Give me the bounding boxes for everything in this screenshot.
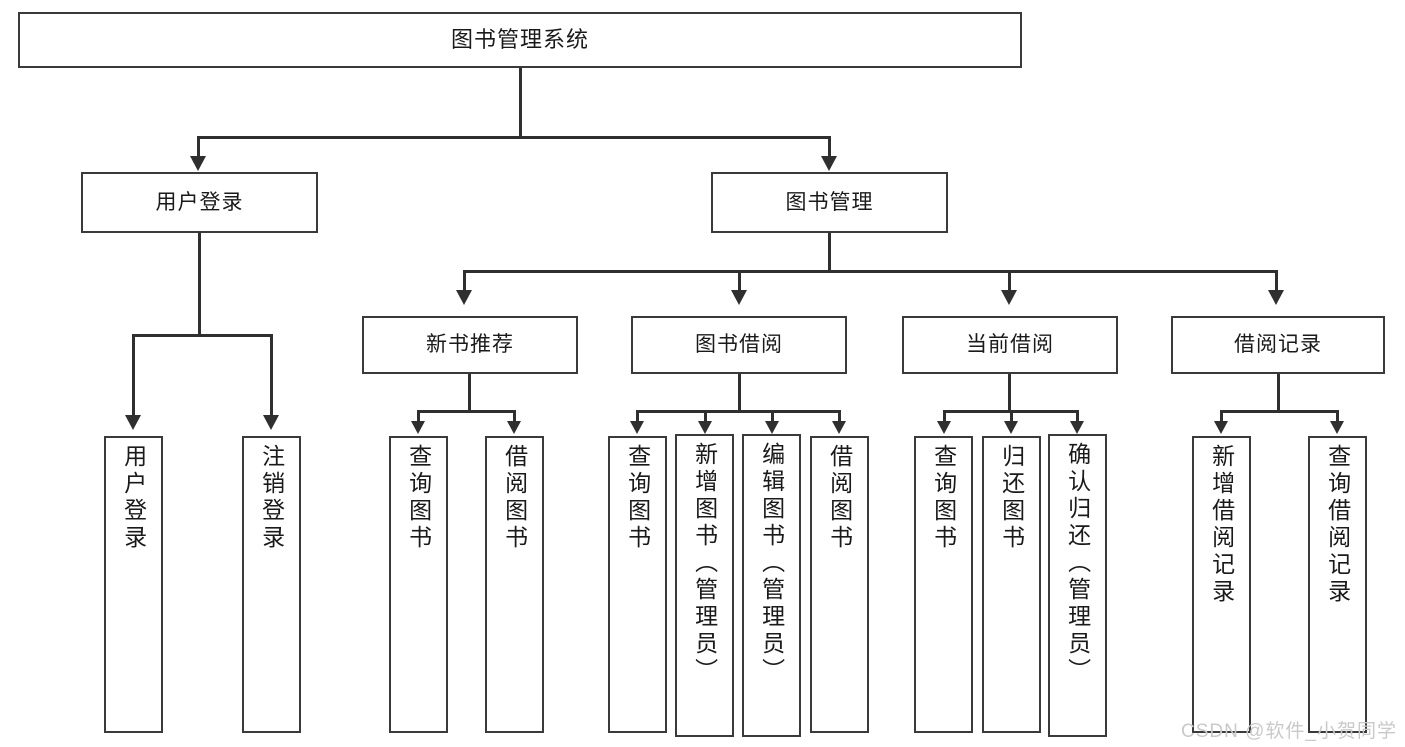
- arrow-to-leaf-query-book-1: [411, 421, 425, 434]
- node-book-management[interactable]: 图书管理: [711, 172, 948, 233]
- node-borrow-record[interactable]: 借阅记录: [1171, 316, 1385, 374]
- leaf-borrow-book-new[interactable]: 借阅图书: [485, 436, 544, 733]
- arrow-to-leaf-logout: [263, 415, 279, 430]
- arrow-to-leaf-confirm-return: [1070, 421, 1084, 434]
- node-label: 新增借阅记录: [1208, 444, 1235, 606]
- leaf-add-borrow-record[interactable]: 新增借阅记录: [1192, 436, 1251, 733]
- connector-book-borrow-drop-4: [838, 410, 841, 424]
- connector-book-borrow-drop-3: [771, 410, 774, 424]
- node-new-book-recommend[interactable]: 新书推荐: [362, 316, 578, 374]
- arrow-to-leaf-add-record: [1214, 421, 1228, 434]
- arrow-to-leaf-query-book-3: [937, 421, 951, 434]
- arrow-to-leaf-borrow-book-2: [832, 421, 846, 434]
- connector-level2-bus: [197, 136, 831, 139]
- arrow-to-user-login: [190, 156, 206, 171]
- node-label: 图书管理: [785, 190, 874, 214]
- connector-user-login-stem: [198, 233, 201, 336]
- connector-level3-drop-2: [738, 270, 741, 294]
- node-label: 确认归还（管理员）: [1064, 442, 1091, 685]
- node-label: 图书借阅: [695, 333, 783, 357]
- connector-book-manage-stem: [828, 233, 831, 272]
- leaf-logout[interactable]: 注销登录: [242, 436, 301, 733]
- connector-borrow-record-drop-2: [1336, 410, 1339, 424]
- connector-drop-book-manage: [828, 136, 831, 160]
- connector-current-borrow-drop-2: [1010, 410, 1013, 424]
- leaf-query-book-new[interactable]: 查询图书: [389, 436, 448, 733]
- connector-current-borrow-drop-1: [943, 410, 946, 424]
- connector-new-book-drop-1: [417, 410, 420, 424]
- connector-book-borrow-bus: [636, 410, 841, 413]
- connector-new-book-bus: [417, 410, 516, 413]
- leaf-query-borrow-record[interactable]: 查询借阅记录: [1308, 436, 1367, 733]
- node-current-borrow[interactable]: 当前借阅: [902, 316, 1118, 374]
- connector-user-login-drop-2: [270, 334, 273, 419]
- node-label: 新增图书（管理员）: [691, 442, 718, 685]
- connector-level3-drop-4: [1275, 270, 1278, 294]
- leaf-borrow-book[interactable]: 借阅图书: [810, 436, 869, 733]
- node-label: 用户登录: [120, 444, 147, 552]
- arrow-to-new-book: [456, 290, 472, 305]
- arrow-to-leaf-add-book: [698, 421, 712, 434]
- arrow-to-book-borrow: [731, 290, 747, 305]
- leaf-add-book-admin[interactable]: 新增图书（管理员）: [675, 434, 734, 737]
- arrow-to-book-manage: [821, 156, 837, 171]
- node-label: 查询图书: [930, 444, 957, 552]
- connector-current-borrow-drop-3: [1076, 410, 1079, 424]
- arrow-to-leaf-query-record: [1330, 421, 1344, 434]
- arrow-to-leaf-user-login: [125, 415, 141, 430]
- leaf-confirm-return-admin[interactable]: 确认归还（管理员）: [1048, 434, 1107, 737]
- node-label: 图书管理系统: [450, 26, 589, 52]
- leaf-user-login[interactable]: 用户登录: [104, 436, 163, 733]
- connector-user-login-bus: [132, 334, 273, 337]
- leaf-return-book[interactable]: 归还图书: [982, 436, 1041, 733]
- connector-book-borrow-drop-2: [704, 410, 707, 424]
- connector-level3-drop-1: [463, 270, 466, 294]
- leaf-edit-book-admin[interactable]: 编辑图书（管理员）: [742, 434, 801, 737]
- connector-level3-bus: [463, 270, 1278, 273]
- node-book-borrow[interactable]: 图书借阅: [631, 316, 847, 374]
- connector-new-book-drop-2: [513, 410, 516, 424]
- arrow-to-leaf-query-book-2: [630, 421, 644, 434]
- arrow-to-borrow-record: [1268, 290, 1284, 305]
- node-label: 借阅记录: [1234, 333, 1322, 357]
- connector-borrow-record-bus: [1220, 410, 1339, 413]
- connector-drop-user-login: [197, 136, 200, 160]
- connector-current-borrow-stem: [1008, 374, 1011, 412]
- node-label: 注销登录: [258, 444, 285, 552]
- connector-new-book-stem: [468, 374, 471, 412]
- connector-borrow-record-drop-1: [1220, 410, 1223, 424]
- node-root-system[interactable]: 图书管理系统: [18, 12, 1022, 68]
- connector-level3-drop-3: [1008, 270, 1011, 294]
- node-label: 查询图书: [624, 444, 651, 552]
- connector-book-borrow-drop-1: [636, 410, 639, 424]
- node-label: 借阅图书: [501, 444, 528, 552]
- node-user-login[interactable]: 用户登录: [81, 172, 318, 233]
- watermark-text: CSDN @软件_小贺同学: [1181, 721, 1397, 742]
- connector-book-borrow-stem: [738, 374, 741, 412]
- arrow-to-leaf-edit-book: [765, 421, 779, 434]
- node-label: 查询图书: [405, 444, 432, 552]
- node-label: 当前借阅: [966, 333, 1054, 357]
- node-label: 归还图书: [998, 444, 1025, 552]
- connector-root-stem: [519, 68, 522, 138]
- arrow-to-current-borrow: [1001, 290, 1017, 305]
- connector-borrow-record-stem: [1277, 374, 1280, 412]
- arrow-to-leaf-borrow-book-1: [507, 421, 521, 434]
- node-label: 借阅图书: [826, 444, 853, 552]
- leaf-query-book-current[interactable]: 查询图书: [914, 436, 973, 733]
- node-label: 编辑图书（管理员）: [758, 442, 785, 685]
- node-label: 新书推荐: [426, 333, 514, 357]
- node-label: 用户登录: [155, 190, 244, 214]
- connector-user-login-drop-1: [132, 334, 135, 419]
- node-label: 查询借阅记录: [1324, 444, 1351, 606]
- leaf-query-book-borrow[interactable]: 查询图书: [608, 436, 667, 733]
- arrow-to-leaf-return-book: [1004, 421, 1018, 434]
